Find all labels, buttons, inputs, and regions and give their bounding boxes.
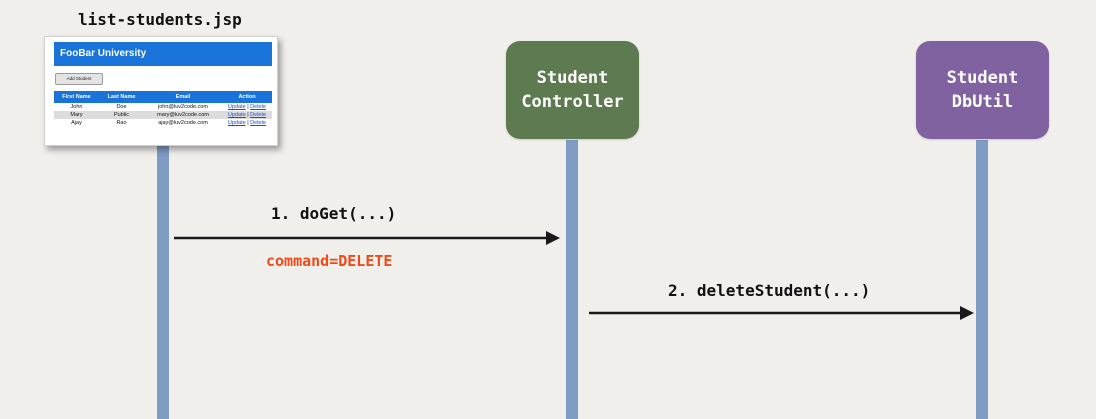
node-label-line: DbUtil (951, 92, 1014, 112)
last-name-cell: Rao (116, 120, 127, 126)
jsp-page-thumbnail: FooBar University Add Student First Name… (44, 36, 278, 146)
jsp-file-label: list-students.jsp (78, 10, 242, 29)
table-row: Mary Public mary@luv2code.com Update | D… (54, 111, 272, 119)
email-cell: john@luv2code.com (158, 104, 208, 110)
node-label-line: Student (946, 68, 1019, 88)
action-separator: | (247, 120, 249, 126)
column-header: First Name (62, 94, 91, 100)
table-row: Ajay Rao ajay@luv2code.com Update | Dele… (54, 119, 272, 127)
delete-student-arrowhead (960, 306, 974, 320)
jsp-lifeline (157, 144, 169, 419)
table-row: John Doe john@luv2code.com Update | Dele… (54, 103, 272, 111)
email-cell: ajay@luv2code.com (158, 120, 208, 126)
delete-link[interactable]: Delete (250, 120, 267, 126)
student-controller-node: Student Controller (506, 41, 639, 139)
last-name-cell: Public (114, 112, 129, 118)
action-separator: | (247, 104, 249, 110)
email-cell: mary@luv2code.com (157, 112, 209, 118)
first-name-cell: Ajay (71, 120, 82, 126)
node-label-line: Student (536, 68, 609, 88)
delete-link[interactable]: Delete (250, 112, 267, 118)
delete-link[interactable]: Delete (250, 104, 267, 110)
table-header: First Name Last Name Email Action (54, 91, 272, 103)
column-header: Action (238, 94, 256, 100)
doget-message-label: 1. doGet(...) (271, 204, 397, 223)
node-label-line: Controller (521, 92, 624, 112)
add-student-button[interactable]: Add Student (55, 73, 103, 85)
thumbnail-header: FooBar University (54, 42, 272, 66)
action-separator: | (247, 112, 249, 118)
doget-arrowhead (546, 231, 560, 245)
students-table: First Name Last Name Email Action John D… (54, 91, 272, 127)
controller-lifeline (566, 140, 578, 419)
last-name-cell: Doe (116, 104, 127, 110)
column-header: Last Name (107, 94, 136, 100)
update-link[interactable]: Update (227, 120, 246, 126)
action-cell: Update | Delete (222, 111, 272, 119)
column-header: Email (175, 94, 191, 100)
first-name-cell: John (70, 104, 83, 110)
dbutil-lifeline (976, 140, 988, 419)
delete-student-message-label: 2. deleteStudent(...) (668, 281, 871, 300)
action-cell: Update | Delete (222, 103, 272, 111)
update-link[interactable]: Update (227, 104, 246, 110)
action-cell: Update | Delete (222, 119, 272, 127)
student-dbutil-node: Student DbUtil (916, 41, 1049, 139)
update-link[interactable]: Update (227, 112, 246, 118)
command-delete-param: command=DELETE (266, 252, 393, 270)
first-name-cell: Mary (70, 112, 83, 118)
